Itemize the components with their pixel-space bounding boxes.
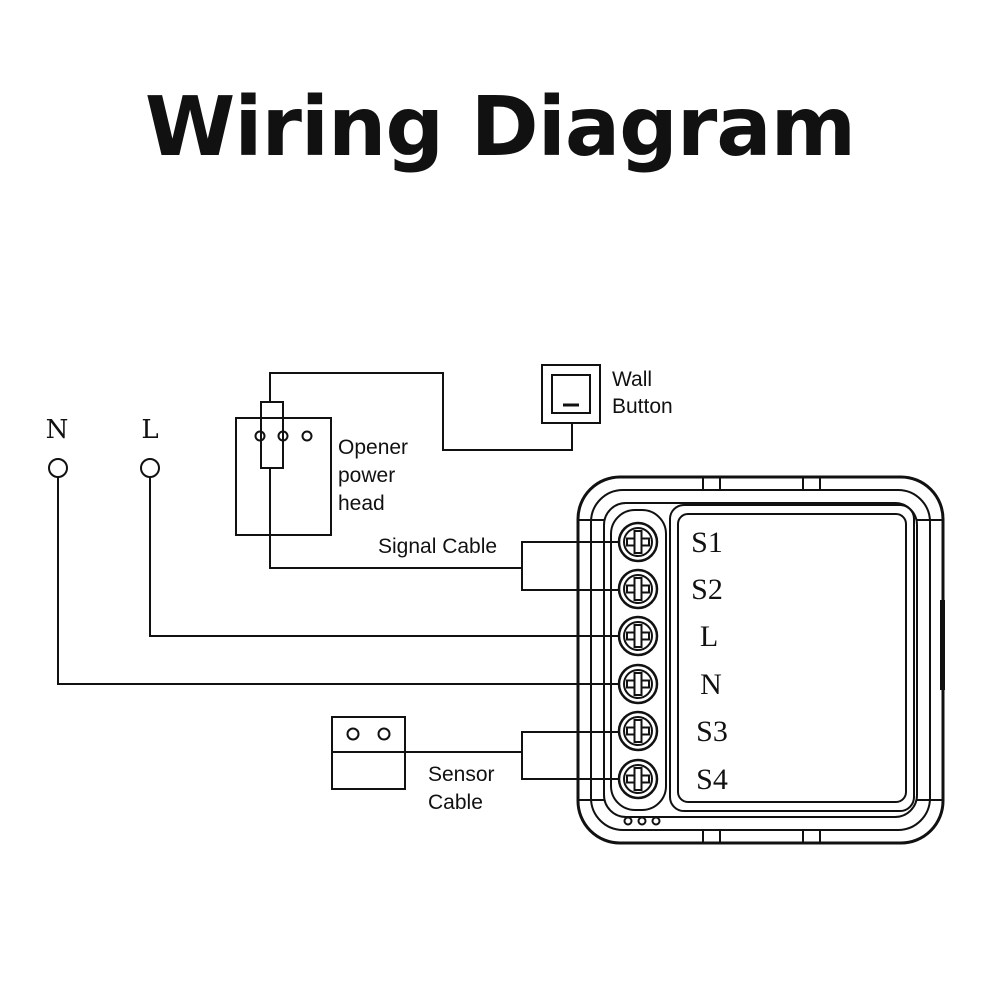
terminal-label-s4: S4 [696,763,728,796]
controller-module [576,475,945,845]
neutral-label: N [46,415,69,445]
sensor [331,716,406,790]
sensor-cable-label: Sensor Cable [428,763,500,814]
screw-terminal [617,615,659,657]
screw-terminal [617,758,659,800]
terminal-label-s3: S3 [696,715,728,748]
terminal-label-l: L [700,620,718,653]
live-label: L [141,415,158,445]
wall-button-wire [269,372,573,451]
screw-terminal [617,521,659,563]
wall-button-label: Wall Button [612,368,673,418]
page-title: Wiring Diagram [144,80,856,175]
terminal-label-s1: S1 [691,526,723,559]
signal-cable-label: Signal Cable [378,535,497,558]
screw-terminal [617,568,659,610]
sensor-cable-bracket [521,731,622,780]
screw-terminal [617,710,659,752]
screw-terminals [617,521,659,800]
neutral-terminal [48,458,68,478]
screw-terminal [617,663,659,705]
live-wire [149,477,622,637]
signal-cable-wire [269,468,522,569]
terminal-label-s2: S2 [691,573,723,606]
live-terminal [140,458,160,478]
neutral-wire [57,477,622,685]
wall-button [541,364,601,424]
opener-label: Opener power head [338,436,414,515]
opener-power-head [235,401,332,536]
terminal-label-n: N [700,668,722,701]
signal-cable-bracket [521,541,622,591]
